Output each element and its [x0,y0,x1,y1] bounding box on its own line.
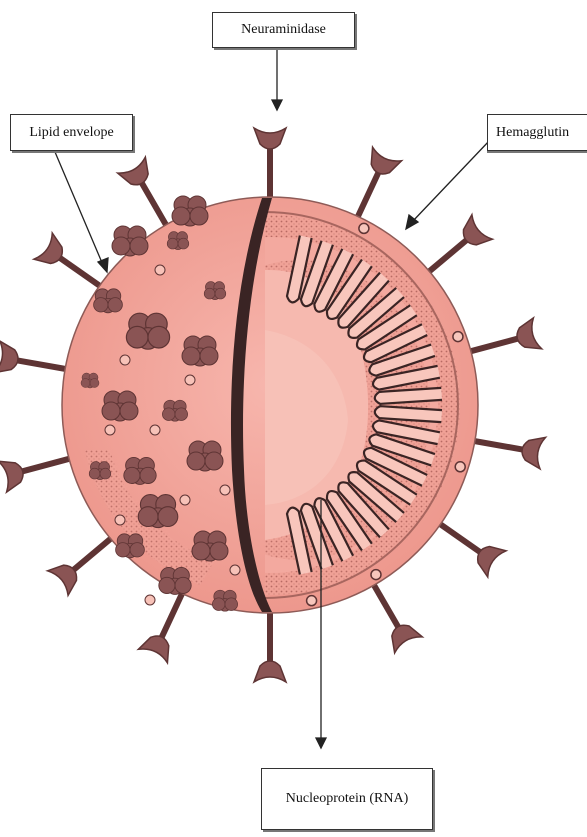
lipid-particle [145,595,155,605]
lipid-particle [220,485,230,495]
surface-protein-cluster [192,531,228,561]
lipid-particle [230,565,240,575]
surface-protein-cluster [187,441,223,471]
lipid-particle [115,515,125,525]
surface-protein-cluster [162,400,187,421]
nucleoprotein-label: Nucleoprotein (RNA) [261,768,433,830]
hemagglutinin-knob [453,332,463,342]
surface-protein-cluster [81,373,99,388]
surface-protein-cluster [138,495,178,528]
hemagglutinin-label: Hemagglutin [487,114,587,151]
lipid-particle [105,425,115,435]
surface-protein-cluster [212,590,237,611]
surface-protein-cluster [204,282,226,300]
surface-protein-cluster [116,534,145,558]
surface-protein-cluster [94,289,123,313]
lipid-particle [150,425,160,435]
surface-protein-cluster [159,567,191,594]
lipid-envelope-label: Lipid envelope [10,114,133,151]
surface-protein-cluster [182,336,218,366]
lipid-particle [180,495,190,505]
surface-protein-cluster [124,457,156,484]
surface-protein-cluster [112,226,148,256]
surface-protein-cluster [126,313,169,349]
hemagglutinin-knob [359,223,369,233]
hemagglutinin-knob [371,570,381,580]
lipid-particle [120,355,130,365]
surface-protein-cluster [172,196,208,226]
surface-protein-cluster [167,232,189,250]
surface-protein-cluster [102,391,138,421]
hemagglutinin-knob [455,462,465,472]
hemagglutinin-knob [307,596,317,606]
lipid-particle [155,265,165,275]
surface-protein-cluster [89,462,111,480]
neuraminidase-label: Neuraminidase [212,12,355,48]
lipid-particle [185,375,195,385]
